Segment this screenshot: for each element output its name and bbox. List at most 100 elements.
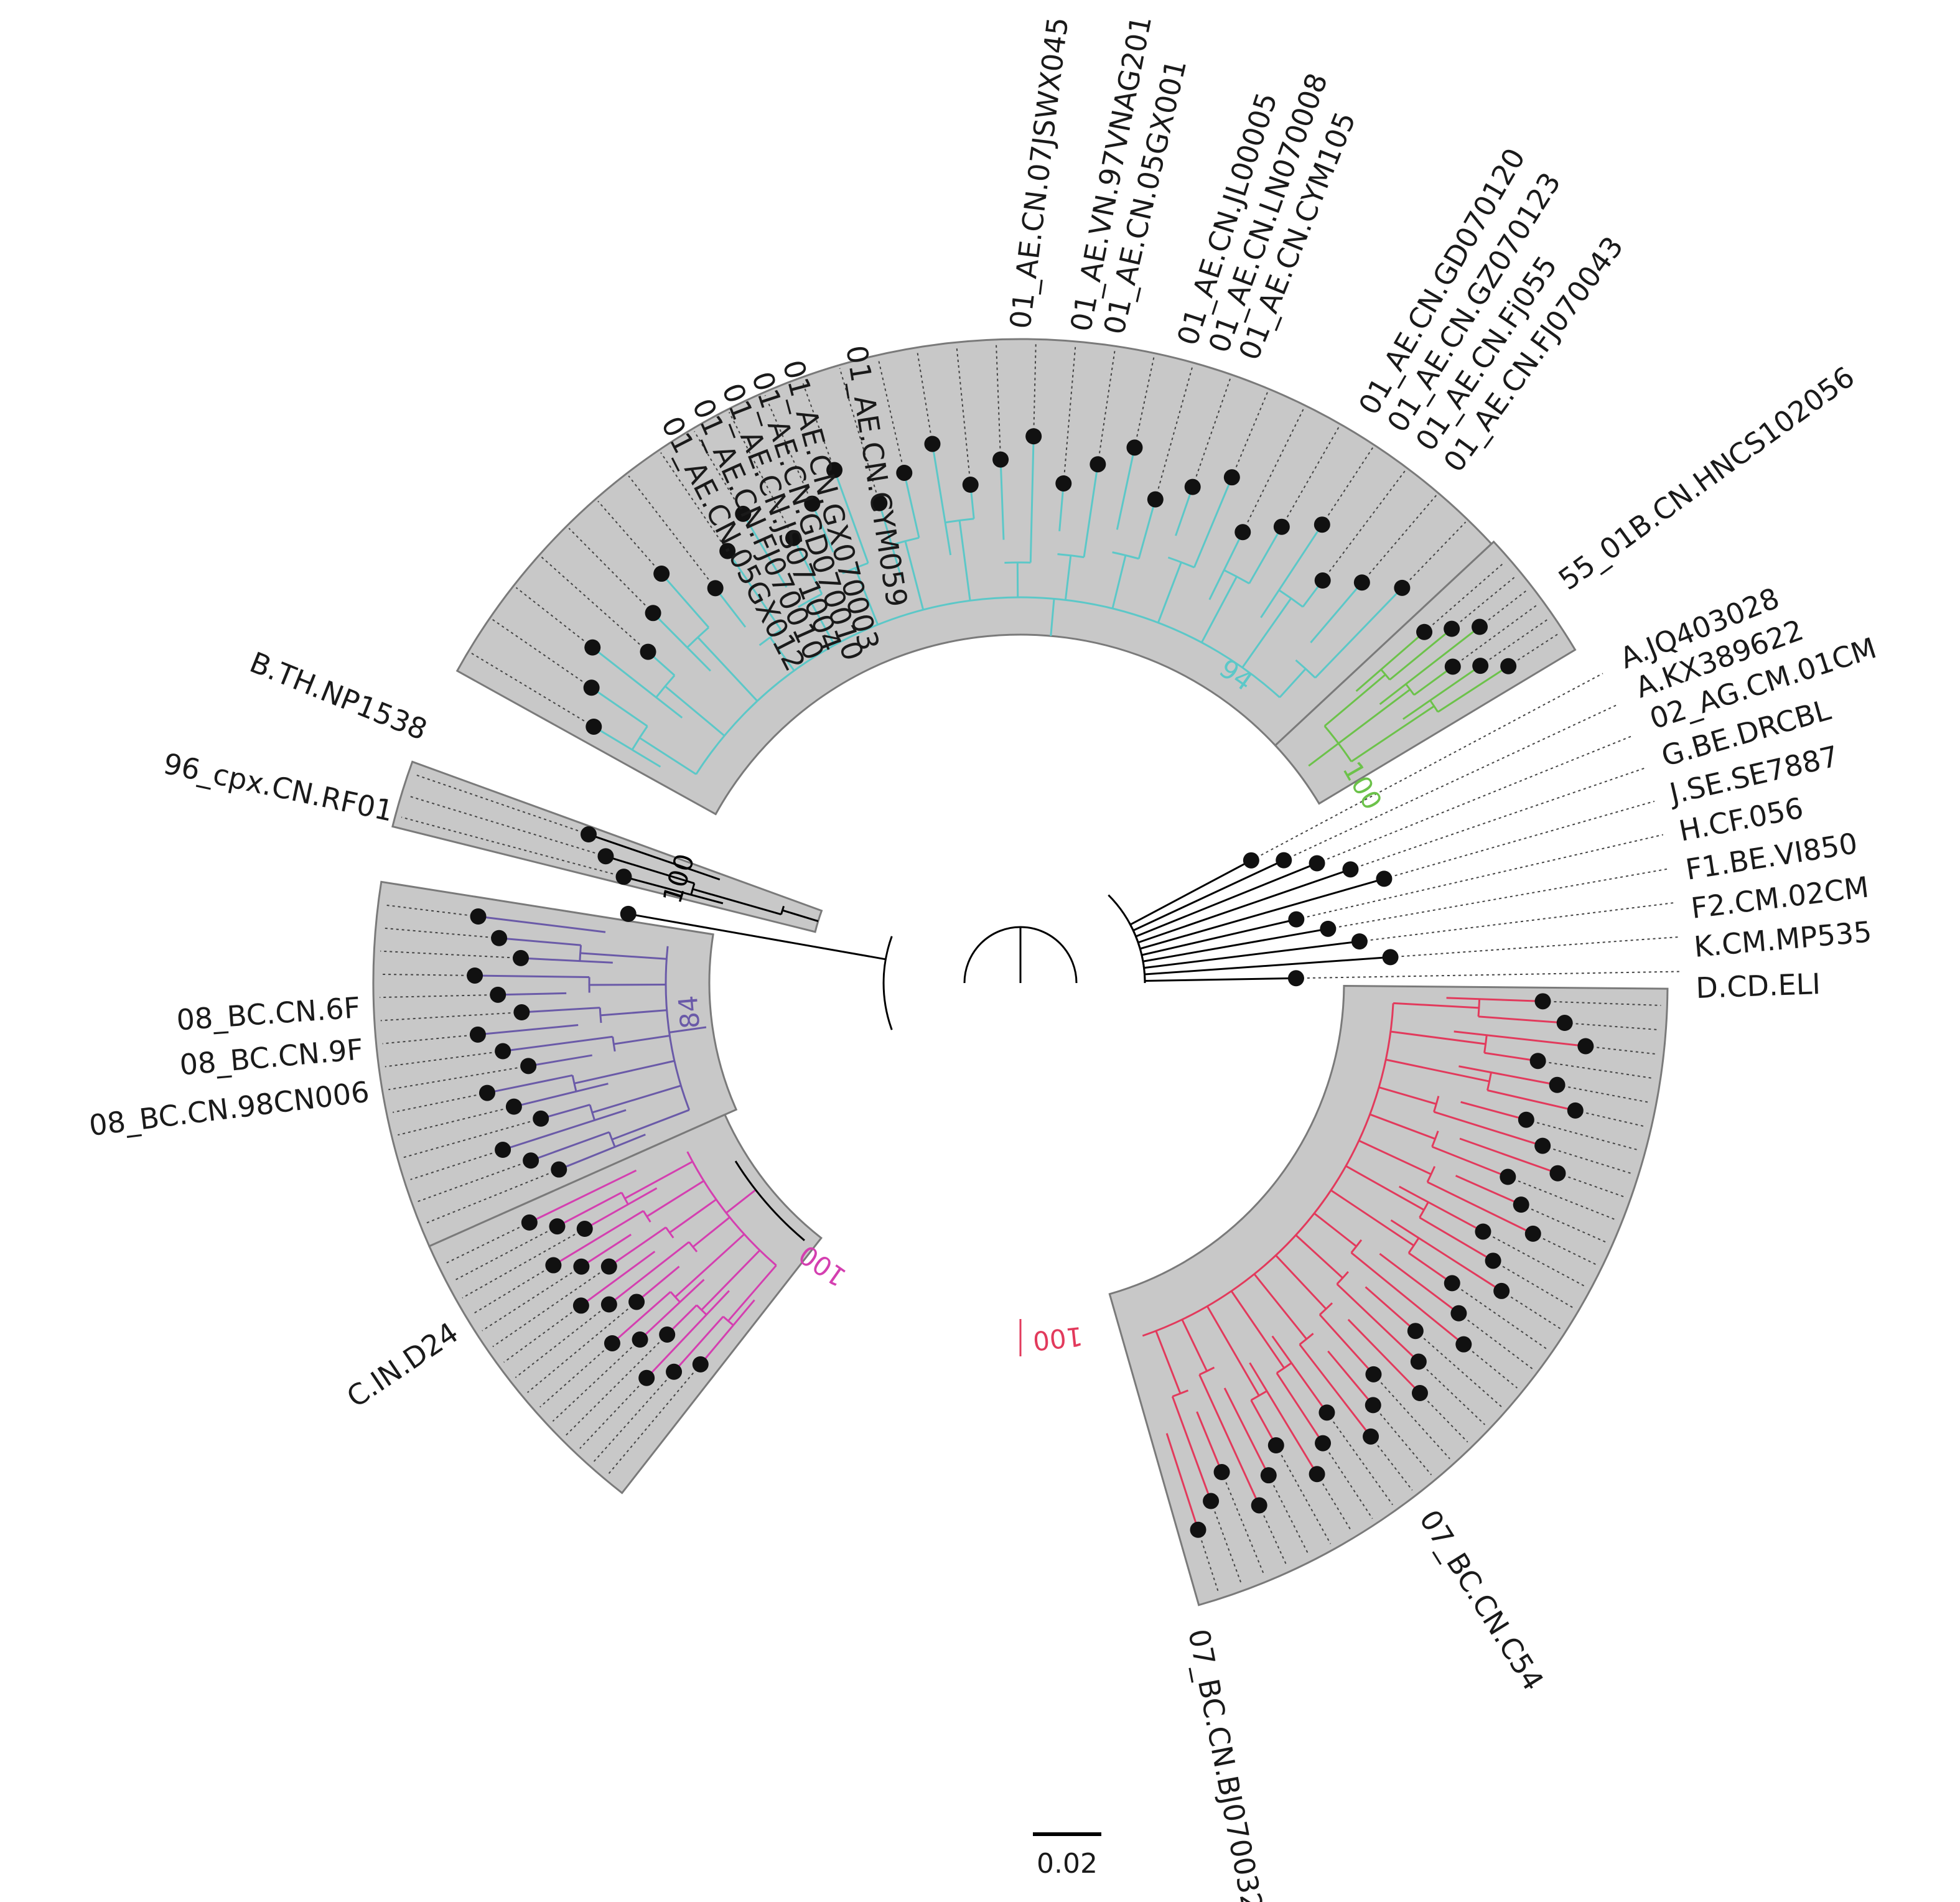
tip-marker — [804, 495, 821, 512]
branch — [614, 1035, 670, 1045]
leader-line — [1564, 1022, 1660, 1031]
reference-branch — [1132, 859, 1284, 931]
tip-marker — [632, 1331, 648, 1348]
tip-marker — [1314, 516, 1330, 533]
branch — [487, 1074, 573, 1094]
tip-marker — [1450, 1305, 1467, 1322]
branch — [1275, 1254, 1327, 1310]
tip-marker — [692, 1356, 709, 1373]
tip-marker — [1309, 1466, 1325, 1483]
tip-marker — [719, 543, 736, 559]
leader-line — [1033, 342, 1037, 437]
leader-line — [1493, 1260, 1574, 1308]
tip-marker — [469, 1026, 486, 1043]
bth-shade — [391, 760, 823, 933]
tip-marker — [520, 1058, 537, 1075]
branch — [639, 1279, 705, 1341]
tip-marker — [1025, 428, 1042, 445]
reference-branch — [1144, 956, 1391, 976]
tip-marker — [1472, 618, 1488, 635]
branch — [1083, 464, 1099, 557]
branch — [1432, 1145, 1508, 1178]
branch — [1276, 1372, 1324, 1444]
leader-line — [1361, 495, 1437, 583]
branch-arc — [642, 1210, 651, 1223]
bootstrap-label: 84 — [673, 994, 706, 1030]
clade-arc — [1142, 1003, 1394, 1337]
branch — [665, 685, 726, 737]
branch — [1223, 1387, 1270, 1476]
branch — [1193, 477, 1233, 568]
branch — [903, 472, 920, 538]
clade-arc — [665, 946, 691, 1111]
tip-marker — [1577, 1038, 1594, 1055]
leader-line — [492, 1266, 610, 1348]
branch — [792, 538, 823, 595]
tip-marker — [600, 1296, 617, 1313]
branch-arc — [589, 1104, 596, 1121]
leader-line — [414, 773, 589, 835]
branch — [608, 1241, 690, 1305]
branch — [699, 1299, 755, 1365]
leader-line — [839, 368, 880, 503]
leader-line — [401, 816, 624, 878]
crf08-bc-labels: 08_BC.CN.6F 08_BC.CN.9F 08_BC.CN.98CN006 — [87, 991, 371, 1142]
tip-marker — [1234, 524, 1251, 541]
tip-marker — [1500, 658, 1517, 674]
branch — [811, 503, 834, 553]
branch — [1446, 997, 1543, 1002]
branch-arc — [690, 883, 696, 895]
leader-line — [597, 500, 662, 574]
branch — [646, 1290, 730, 1379]
branch-arc — [758, 628, 782, 646]
tip-marker — [1556, 1015, 1573, 1032]
leader-line — [1390, 936, 1679, 958]
branch — [1064, 555, 1072, 600]
tip-marker — [826, 462, 843, 478]
tip-marker — [1455, 1336, 1472, 1353]
branch — [1253, 1273, 1307, 1340]
branch — [1330, 1189, 1414, 1247]
tip-marker — [962, 477, 979, 493]
leader-line — [1415, 1330, 1502, 1407]
branch — [1260, 524, 1323, 618]
tip-marker — [628, 1294, 645, 1310]
tip-marker — [584, 639, 601, 656]
branch-arc — [1405, 683, 1415, 696]
leader-line — [628, 475, 716, 589]
leader-line — [403, 1117, 541, 1158]
branch — [1181, 1319, 1208, 1372]
branch — [833, 470, 869, 564]
branch — [530, 1131, 610, 1162]
branch — [1241, 597, 1292, 668]
reference-arc — [1128, 922, 1146, 981]
tip-marker — [1184, 478, 1201, 495]
branch — [588, 833, 721, 881]
branch — [581, 1233, 632, 1267]
tip-marker — [1243, 852, 1259, 869]
reference-branch — [1142, 928, 1328, 963]
branch — [1137, 499, 1157, 559]
tip-marker — [512, 949, 529, 966]
tip-marker — [597, 848, 614, 865]
branch — [498, 937, 581, 946]
tip-marker — [1223, 469, 1240, 486]
branch — [623, 875, 724, 905]
branch-arc — [696, 1304, 707, 1316]
branch-arc — [1431, 1130, 1439, 1147]
branch — [1155, 1330, 1182, 1394]
tip-marker — [1416, 623, 1433, 640]
branch — [958, 520, 971, 601]
leader-line — [1097, 349, 1116, 465]
tip-marker — [572, 1297, 589, 1314]
leader-line — [1526, 1119, 1640, 1151]
leader-line — [1221, 1471, 1266, 1576]
leader-line — [527, 1301, 637, 1393]
clade-stem — [1308, 742, 1340, 767]
branch — [1379, 626, 1480, 706]
branch — [669, 1198, 717, 1234]
branch — [726, 550, 782, 631]
tip-marker — [600, 1258, 617, 1275]
